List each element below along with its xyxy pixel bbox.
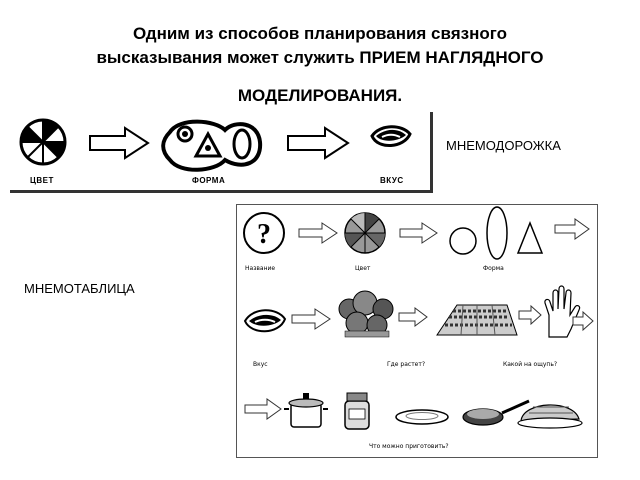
- caption-where-grows: Где растет?: [387, 361, 426, 368]
- mnemonic-table: ?: [236, 204, 598, 458]
- hand-icon: [544, 285, 581, 338]
- arrow-icon: [572, 310, 594, 332]
- trees-icon: [338, 290, 394, 338]
- caption-how-feels: Какой на ощупь?: [503, 361, 558, 368]
- slide-title: Одним из способов планирования связного …: [20, 22, 620, 108]
- garden-beds-icon: [436, 304, 518, 336]
- arrow-icon: [399, 222, 438, 244]
- color-wheel-icon: [19, 118, 67, 166]
- title-line-2: высказывания может служить ПРИЕМ НАГЛЯДН…: [96, 48, 544, 67]
- oval-shape-icon: [486, 206, 508, 260]
- mouth-icon: [370, 125, 412, 147]
- caption-shape: Форма: [483, 265, 504, 272]
- arrow-icon: [298, 222, 338, 244]
- arrow-icon: [291, 308, 331, 330]
- circle-shape-icon: [449, 227, 477, 255]
- pot-icon: [284, 393, 328, 428]
- arrow-icon: [518, 304, 542, 326]
- arrow-icon: [554, 218, 590, 240]
- color-wheel-icon: [344, 212, 386, 254]
- caption-shape: ФОРМА: [192, 176, 226, 185]
- mnemonic-strip: ЦВЕТ ФОРМА ВКУС: [10, 112, 433, 193]
- frying-pan-icon: [462, 399, 530, 426]
- caption-taste: Вкус: [253, 361, 268, 368]
- mnemonic-table-drawing: ?: [243, 206, 594, 430]
- jar-icon: [344, 392, 370, 430]
- caption-color: Цвет: [355, 265, 371, 272]
- arrow-icon: [244, 398, 282, 420]
- label-mnemotablica: МНЕМОТАБЛИЦА: [24, 281, 135, 296]
- arrow-icon: [89, 126, 150, 160]
- label-mnemodorozhka: МНЕМОДОРОЖКА: [446, 138, 561, 153]
- plate-icon: [395, 409, 449, 425]
- shapes-blob-icon: [161, 119, 263, 172]
- title-line-3: МОДЕЛИРОВАНИЯ.: [237, 86, 403, 105]
- mouth-icon: [243, 309, 287, 333]
- caption-taste: ВКУС: [380, 176, 404, 185]
- svg-text:?: ?: [257, 219, 271, 250]
- caption-name: Название: [245, 265, 276, 272]
- arrow-icon: [398, 307, 428, 327]
- pie-icon: [517, 404, 583, 429]
- caption-what-to-cook: Что можно приготовить?: [369, 443, 449, 450]
- title-line-1: Одним из способов планирования связного: [132, 24, 507, 43]
- arrow-icon: [287, 126, 350, 160]
- triangle-shape-icon: [516, 220, 544, 254]
- mnemonic-strip-drawing: [19, 118, 412, 172]
- caption-color: ЦВЕТ: [30, 176, 54, 185]
- question-mark-icon: ?: [243, 212, 285, 254]
